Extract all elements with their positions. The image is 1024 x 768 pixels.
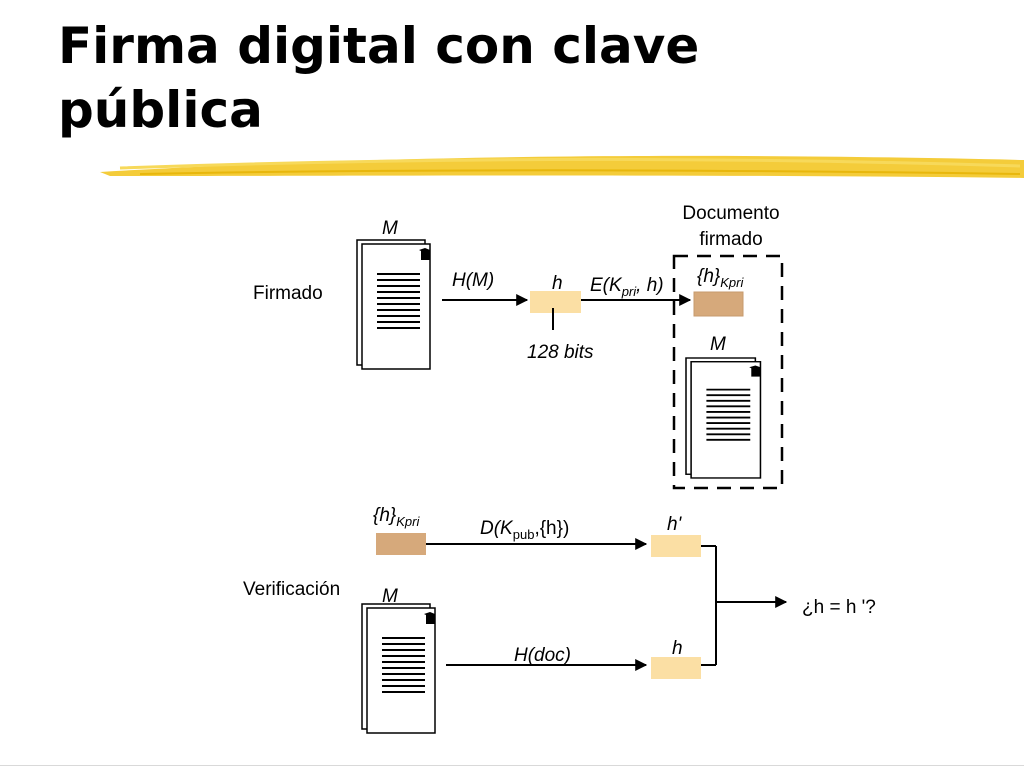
decrypted-hash-box bbox=[651, 535, 701, 557]
hash-label: h bbox=[552, 273, 563, 294]
signed-doc-m-label: M bbox=[710, 334, 726, 355]
computed-hash-label: h bbox=[672, 638, 683, 659]
title-underline bbox=[100, 155, 1024, 178]
verify-signature-label: {h}Kpri bbox=[373, 505, 420, 529]
slide-title: Firma digital con clave pública bbox=[58, 14, 958, 142]
decrypt-label-prefix: D(K bbox=[480, 518, 513, 539]
hash-box bbox=[530, 291, 581, 313]
encrypt-label-prefix: E(K bbox=[590, 275, 622, 296]
decrypt-label-suffix: ,{h}) bbox=[534, 518, 570, 539]
signature-label-text: {h} bbox=[697, 266, 721, 287]
hash-size-label: 128 bits bbox=[527, 342, 594, 363]
encrypt-label: E(Kpri, h) bbox=[590, 275, 664, 299]
verify-signature-sub: Kpri bbox=[396, 514, 420, 529]
encrypt-label-sub: pri bbox=[621, 284, 637, 299]
verify-signature-text: {h} bbox=[373, 505, 397, 526]
signing-row-label: Firmado bbox=[253, 283, 323, 304]
signing-doc-label: M bbox=[382, 218, 398, 239]
signed-doc-title-line-1: Documento bbox=[682, 203, 780, 224]
signed-doc-title-line-2: firmado bbox=[699, 229, 763, 250]
verify-hash-arrow-label: H(doc) bbox=[514, 645, 572, 666]
verify-signature-box bbox=[376, 533, 426, 555]
title-line-1: Firma digital con clave bbox=[58, 17, 700, 75]
decrypt-label: D(Kpub,{h}) bbox=[480, 518, 570, 542]
comparison-connector bbox=[701, 545, 788, 666]
verify-doc-label: M bbox=[382, 586, 398, 607]
document-icon bbox=[356, 239, 431, 370]
comparison-label: ¿h = h '? bbox=[802, 597, 876, 618]
signed-document-icon bbox=[684, 356, 762, 479]
encrypt-label-suffix: , h) bbox=[636, 275, 664, 296]
verification-row-label: Verificación bbox=[243, 579, 341, 600]
computed-hash-box bbox=[651, 657, 701, 679]
signed-document-box bbox=[672, 254, 784, 490]
footer-divider bbox=[0, 765, 1024, 766]
verify-document-icon bbox=[361, 603, 436, 734]
signature-label: {h}Kpri bbox=[697, 266, 744, 290]
hash-arrow-label: H(M) bbox=[452, 270, 495, 291]
title-line-2: pública bbox=[58, 81, 263, 139]
signature-box bbox=[693, 291, 744, 317]
decrypt-label-sub: pub bbox=[512, 527, 535, 542]
signed-doc-title: Documento firmado bbox=[672, 201, 790, 253]
signature-label-sub: Kpri bbox=[720, 275, 744, 290]
decrypted-hash-label: h' bbox=[667, 514, 682, 535]
